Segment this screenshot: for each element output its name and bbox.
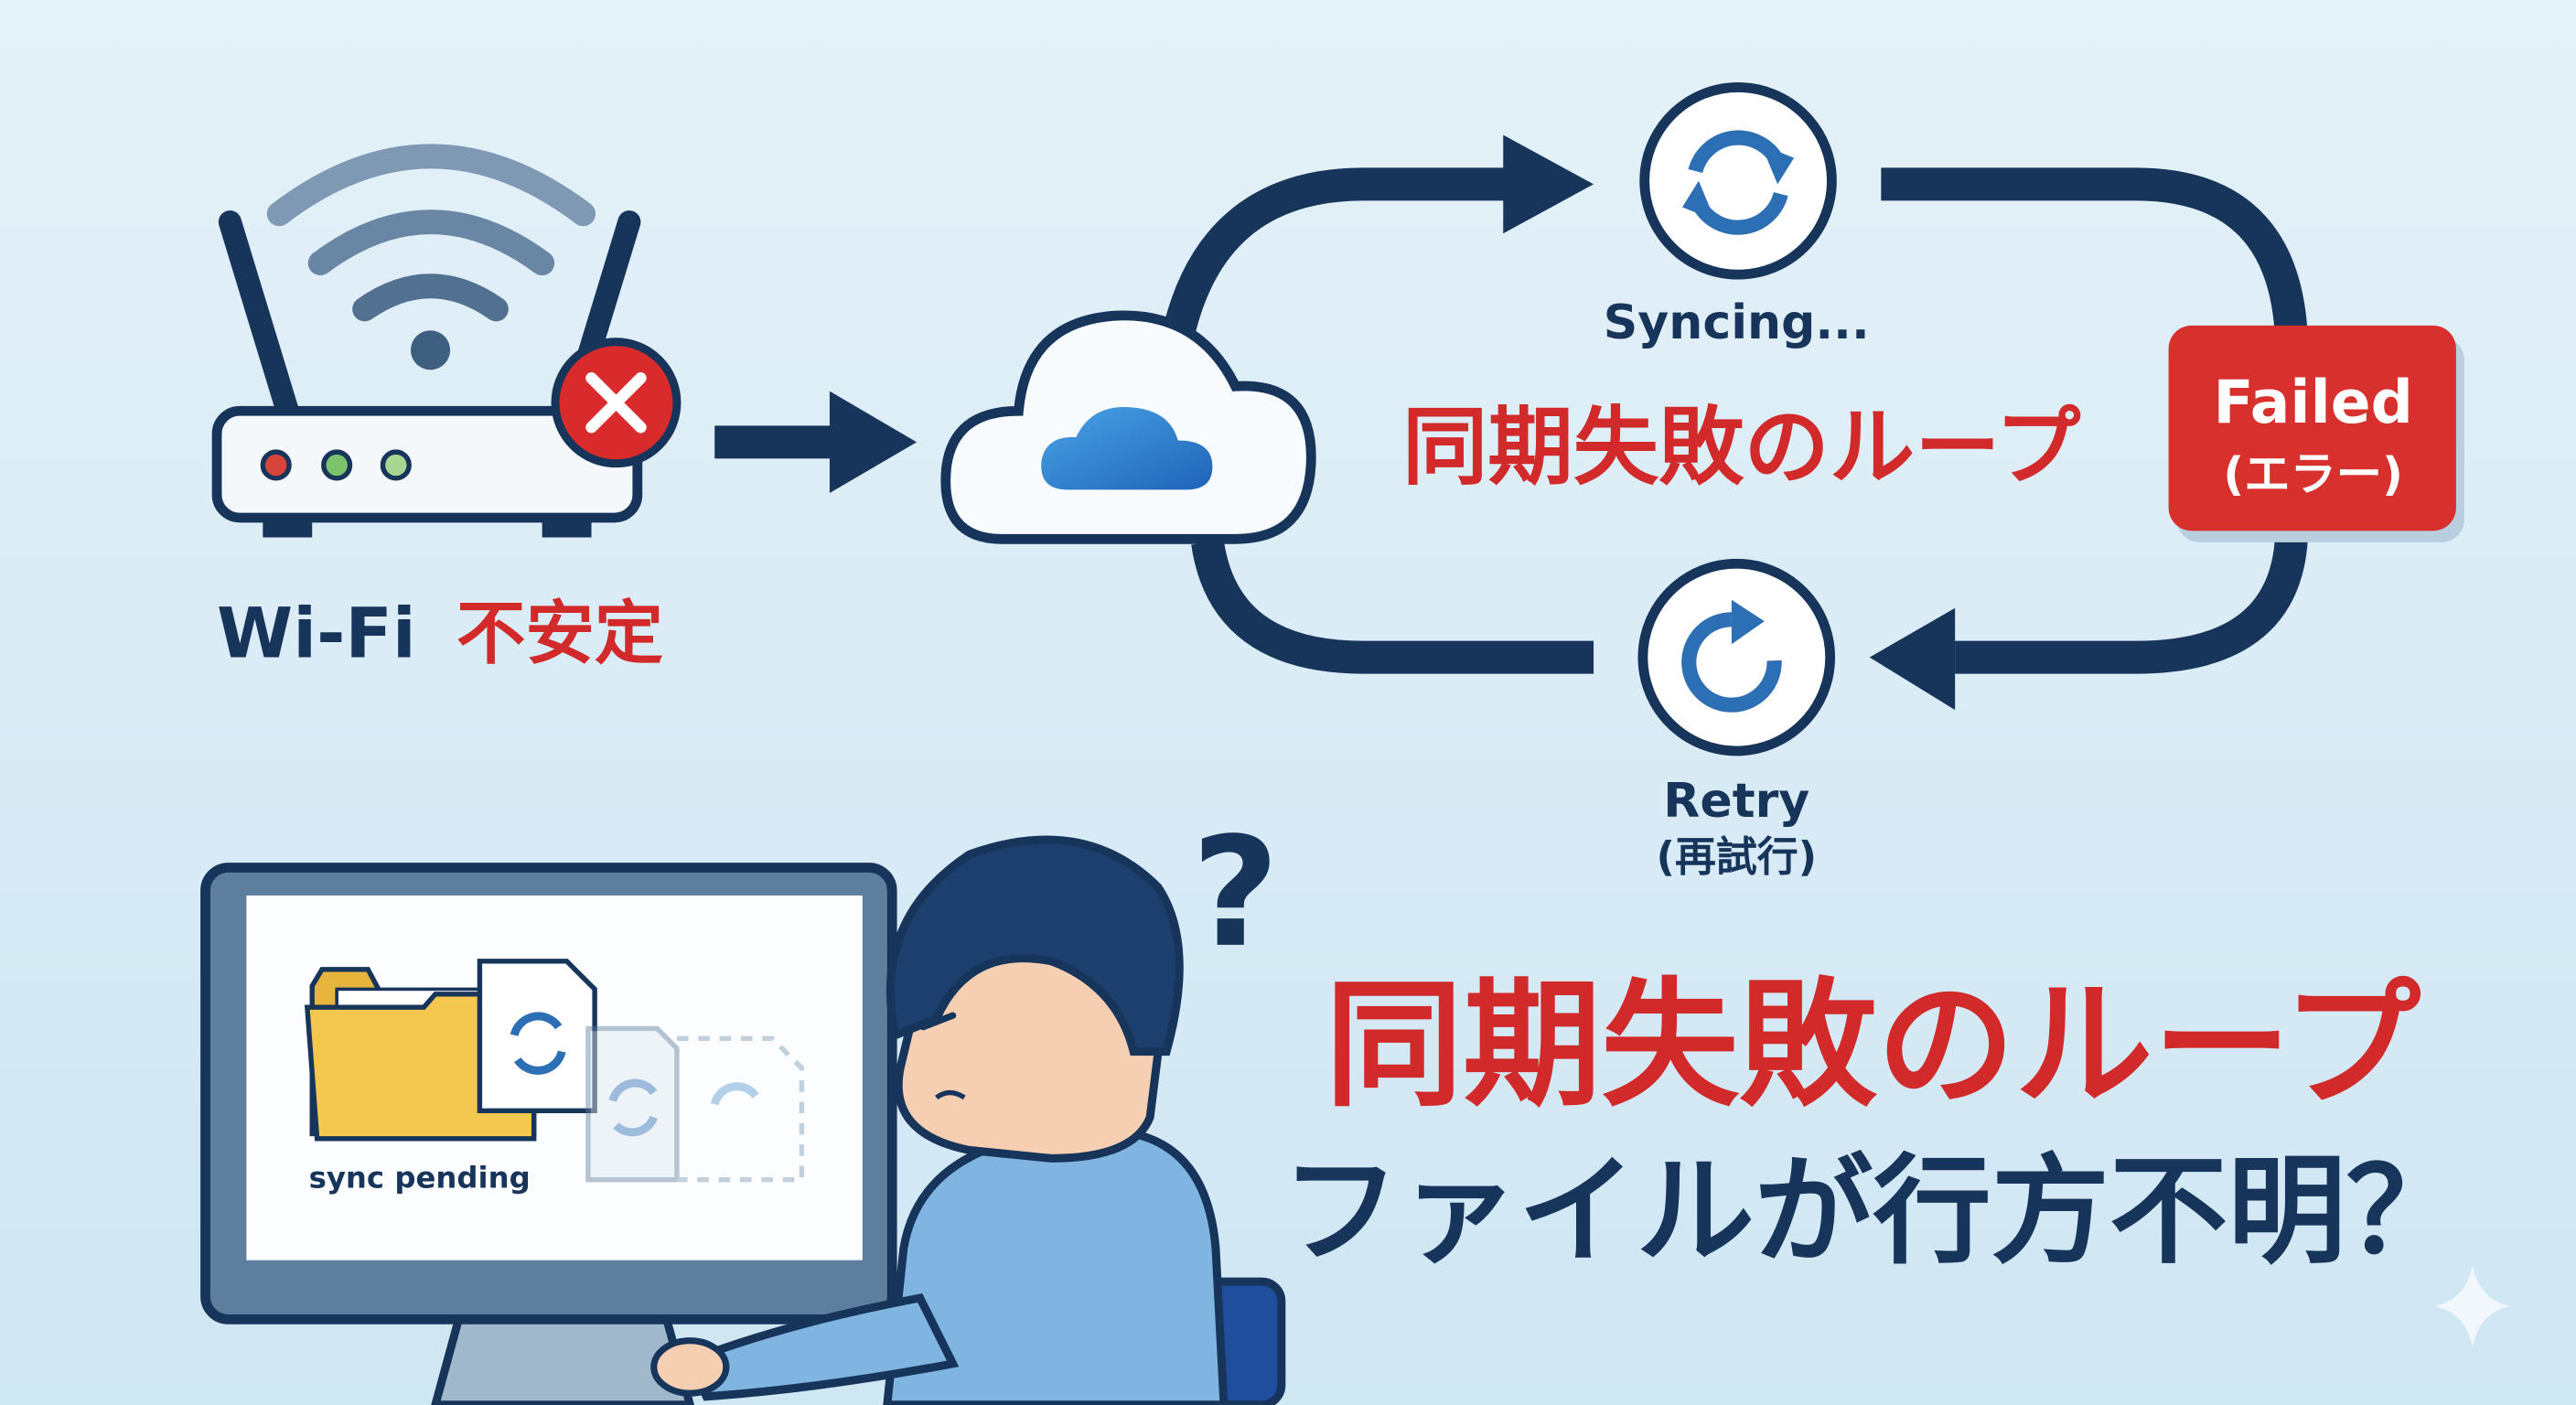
sync-pending-label: sync pending: [309, 1161, 531, 1196]
retry-label: Retry: [1663, 774, 1809, 829]
wifi-label-status: 不安定: [456, 594, 663, 674]
loop-arrowhead-top: [1503, 134, 1594, 234]
loop-arrowhead-bottom: [1869, 607, 1956, 711]
file-sync-icon: [477, 959, 597, 1113]
retry-icon: [1637, 558, 1836, 756]
question-mark: ?: [1192, 805, 1280, 981]
arrow-right-icon: [714, 391, 918, 494]
cloud-icon: [940, 310, 1316, 544]
router-icon: [211, 210, 643, 538]
wifi-icon: [266, 144, 596, 370]
sparkle-icon: [2434, 1265, 2511, 1347]
wifi-label: Wi-Fi 不安定: [217, 594, 663, 674]
failed-badge: Failed (エラー): [2168, 325, 2464, 542]
syncing-label: Syncing...: [1604, 295, 1870, 350]
headline-subtitle: ファイルが行方不明？: [1282, 1143, 2464, 1281]
syncing-icon: [1639, 82, 1837, 280]
person-illustration: [650, 835, 1286, 1405]
headline-title: 同期失敗のループ: [1325, 965, 2420, 1126]
failed-label: Failed: [2213, 369, 2412, 437]
failed-sub-label: (エラー): [2223, 446, 2403, 500]
error-x-icon: [551, 338, 682, 468]
wifi-label-prefix: Wi-Fi: [217, 594, 416, 674]
loop-title: 同期失敗のループ: [1402, 398, 2081, 498]
retry-sub-label: (再試行): [1656, 832, 1817, 881]
monitor: sync pending: [200, 863, 897, 1405]
sync-loop-arrows: [1164, 167, 2309, 674]
onedrive-icon: [1041, 406, 1213, 490]
file-ghost-icon: [585, 1025, 805, 1183]
